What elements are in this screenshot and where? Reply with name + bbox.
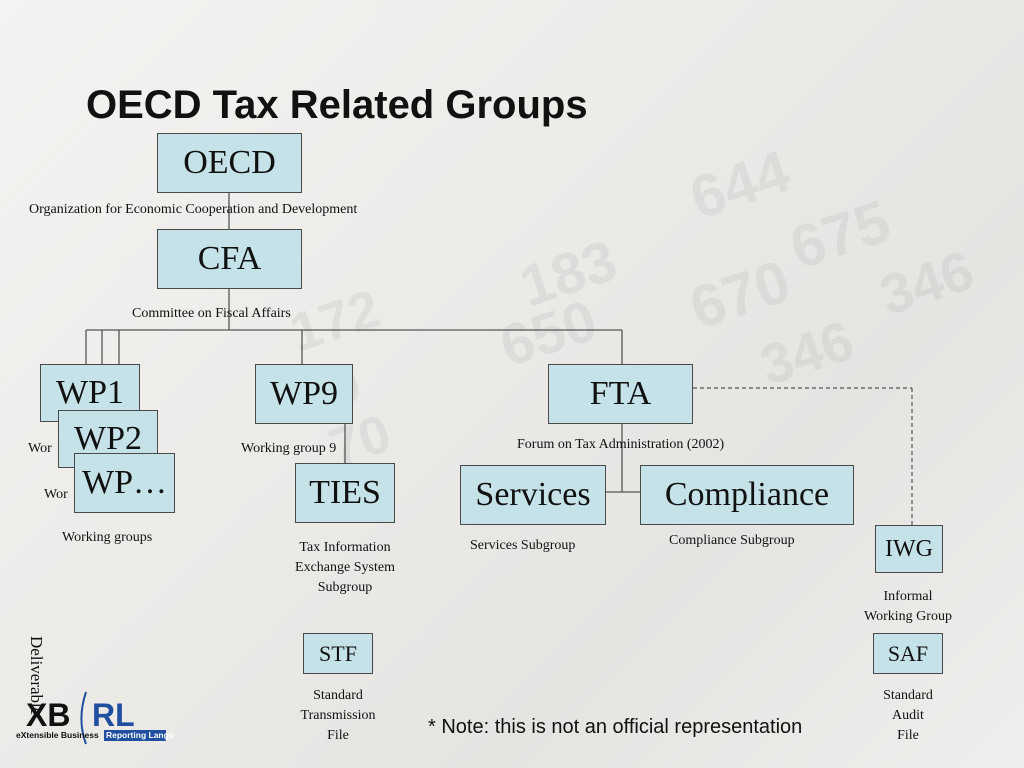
stf-caption: Standard Transmission File — [278, 686, 398, 746]
stf-box: STF — [303, 633, 373, 674]
logo-swoosh — [80, 691, 87, 745]
ties-caption: Tax Information Exchange System Subgroup — [270, 538, 420, 598]
ties-caption-line: Subgroup — [317, 580, 373, 595]
oecd-box: OECD — [157, 133, 302, 193]
stf-caption-line: Standard — [313, 688, 363, 703]
iwg-caption: Informal Working Group — [848, 587, 968, 627]
xbrl-logo: XB RL eXtensible Business Reporting Lang… — [16, 691, 174, 745]
wp9-box: WP9 — [255, 364, 353, 424]
deliverable-label: Deliverable — [27, 636, 46, 716]
oecd-caption: Organization for Economic Cooperation an… — [29, 202, 358, 217]
logo-tagline-2: Reporting Language — [106, 730, 174, 740]
cfa-box: CFA — [157, 229, 302, 289]
stf-caption-line: Transmission — [300, 708, 376, 723]
cfa-caption: Committee on Fiscal Affairs — [132, 306, 291, 321]
logo-text-rl: RL — [92, 697, 135, 733]
services-caption: Services Subgroup — [470, 538, 576, 553]
fta-caption: Forum on Tax Administration (2002) — [517, 437, 725, 452]
saf-caption-line: Audit — [892, 708, 924, 723]
wp2-caption-partial: Wor — [44, 487, 68, 502]
logo-tagline-1: eXtensible Business — [16, 730, 99, 740]
ties-caption-line: Exchange System — [295, 560, 395, 575]
saf-caption-line: File — [897, 728, 919, 743]
disclaimer-note: * Note: this is not an official represen… — [428, 716, 803, 738]
saf-caption: Standard Audit File — [848, 686, 968, 746]
compliance-box: Compliance — [640, 465, 854, 525]
working-groups-caption: Working groups — [62, 530, 153, 545]
page-title: OECD Tax Related Groups — [86, 83, 588, 127]
iwg-caption-line: Informal — [883, 589, 933, 604]
fta-box: FTA — [548, 364, 693, 424]
iwg-caption-line: Working Group — [864, 609, 952, 624]
stf-caption-line: File — [327, 728, 349, 743]
wp1-caption-partial: Wor — [28, 441, 52, 456]
ties-box: TIES — [295, 463, 395, 523]
ties-caption-line: Tax Information — [299, 540, 391, 555]
wp9-caption: Working group 9 — [241, 441, 337, 456]
wp-more-box: WP… — [74, 453, 175, 513]
saf-caption-line: Standard — [883, 688, 933, 703]
iwg-box: IWG — [875, 525, 943, 573]
compliance-caption: Compliance Subgroup — [669, 533, 795, 548]
services-box: Services — [460, 465, 606, 525]
logo-text-xb: XB — [26, 697, 70, 733]
saf-box: SAF — [873, 633, 943, 674]
